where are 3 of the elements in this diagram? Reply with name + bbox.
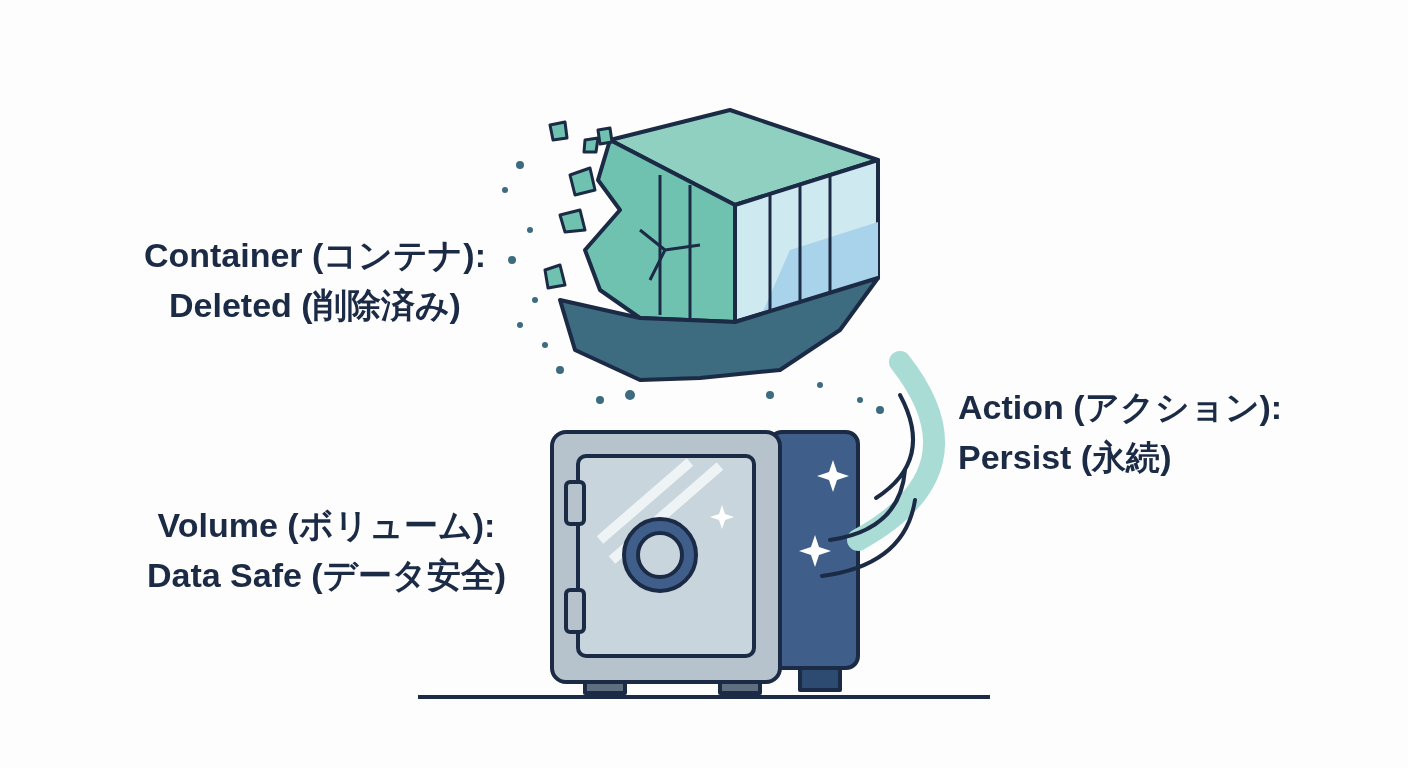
status-label: Container (コンテナ): Deleted (削除済み) — [143, 235, 486, 326]
status-label: Action (アクション): Persist (永続) — [958, 387, 1283, 478]
status-label: Volume (ボリューム): Data Safe (データ安全) — [146, 505, 506, 596]
